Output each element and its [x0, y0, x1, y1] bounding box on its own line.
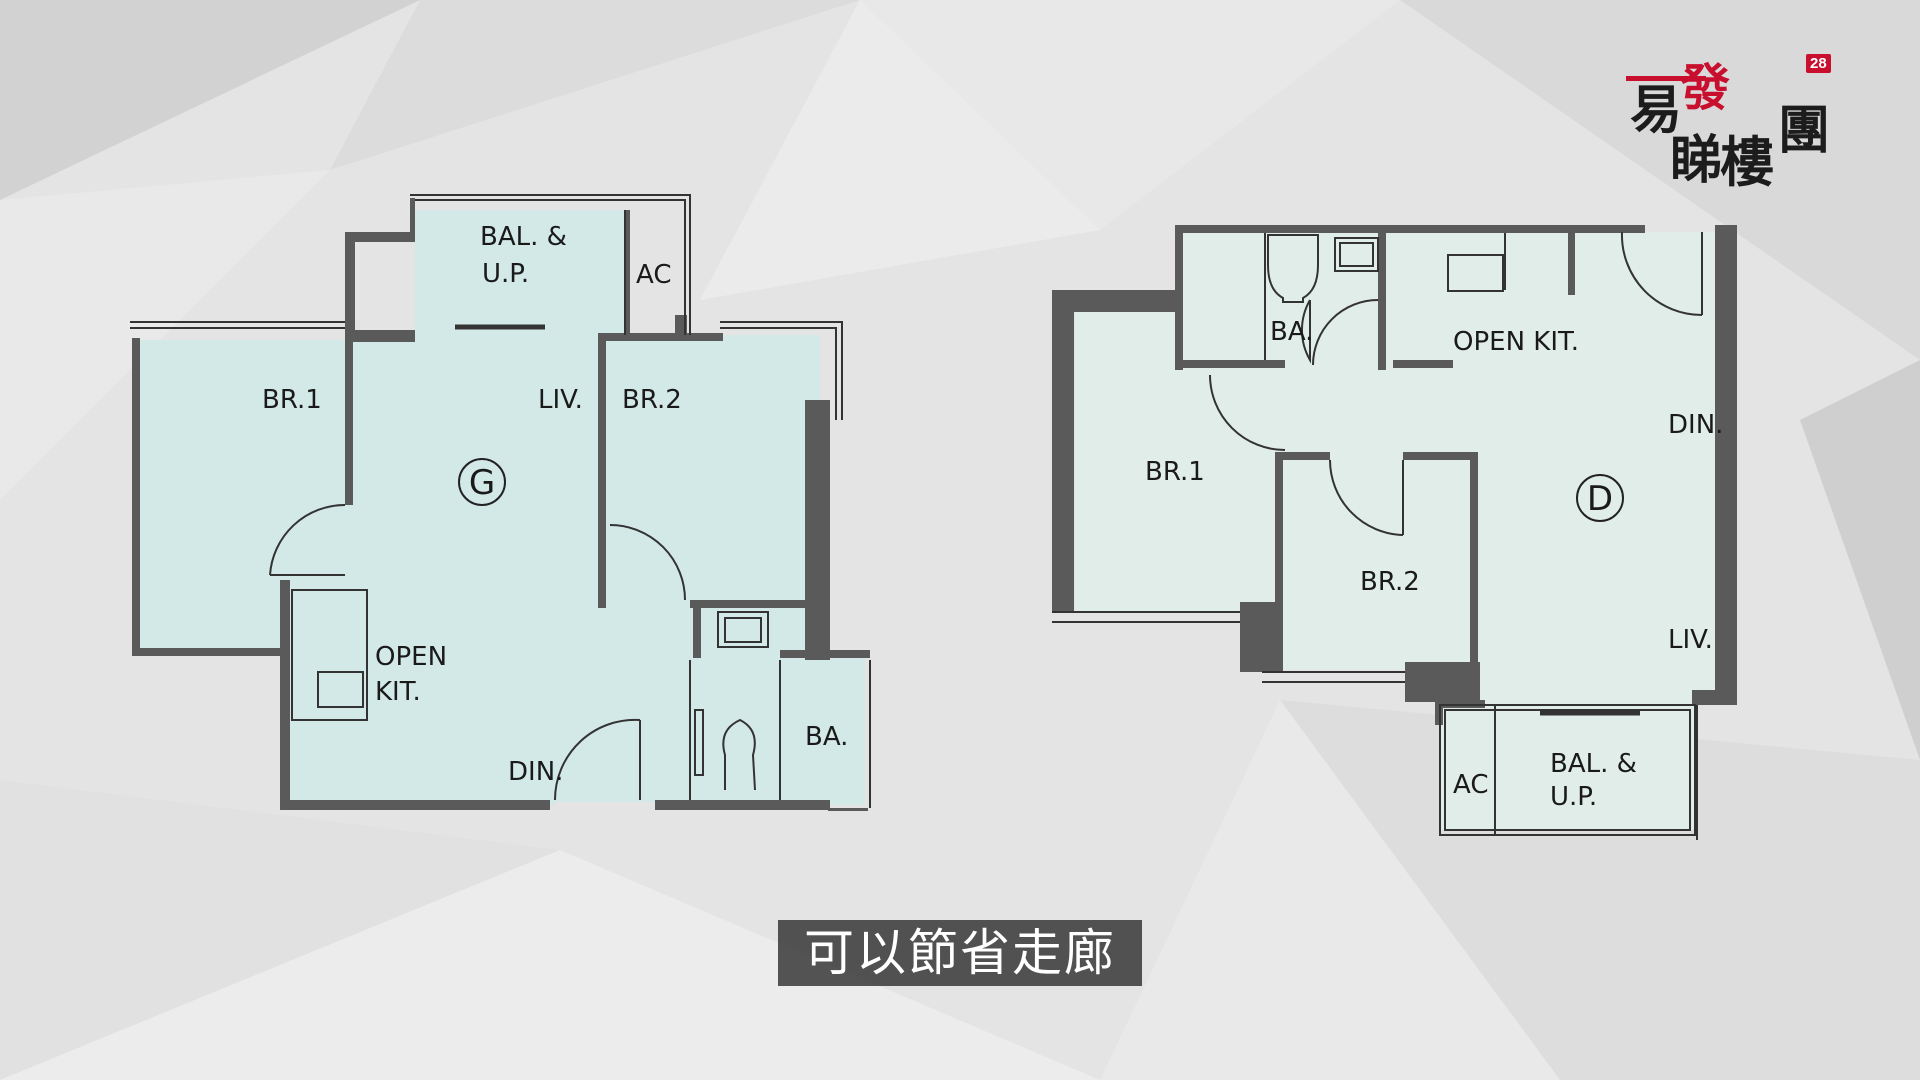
channel-logo: 易 發 睇 樓 團 28	[1620, 48, 1850, 194]
unit-d-lines	[1052, 231, 1703, 840]
room-label-din: DIN.	[508, 757, 563, 787]
unit-d-walls	[1052, 225, 1737, 725]
room-label-ba: BA.	[805, 722, 848, 752]
room-label-ac: AC	[636, 260, 671, 290]
video-subtitle: 可以節省走廊	[778, 920, 1142, 986]
logo-char-5: 團	[1778, 100, 1831, 161]
unit-d-labels: BA. OPEN KIT. DIN. BR.1 BR.2 LIV. AC BAL…	[1145, 317, 1723, 812]
room-label-d-open-kit: OPEN KIT.	[1453, 327, 1579, 357]
unit-letter-g: G	[469, 463, 495, 503]
room-label-kit: KIT.	[375, 677, 421, 707]
room-label-d-up: U.P.	[1550, 782, 1597, 812]
logo-char-3: 睇	[1670, 130, 1723, 191]
room-label-liv: LIV.	[538, 385, 583, 415]
room-label-up: U.P.	[482, 259, 529, 289]
unit-g-walls	[132, 198, 870, 811]
logo-char-1: 易	[1630, 80, 1683, 141]
room-label-bal: BAL. &	[480, 222, 567, 252]
logo-char-4: 樓	[1720, 130, 1774, 194]
unit-letter-d: D	[1587, 479, 1613, 519]
unit-d-floor	[1075, 232, 1735, 830]
room-label-d-br1: BR.1	[1145, 457, 1205, 487]
room-label-d-br2: BR.2	[1360, 567, 1420, 597]
logo-char-2: 發	[1680, 58, 1730, 117]
room-label-d-din: DIN.	[1668, 410, 1723, 440]
room-label-br1: BR.1	[262, 385, 322, 415]
unit-g-lines	[130, 194, 871, 808]
room-label-br2: BR.2	[622, 385, 682, 415]
logo-badge: 28	[1806, 54, 1831, 73]
room-label-d-bal: BAL. &	[1550, 749, 1637, 779]
room-label-open: OPEN	[375, 642, 447, 672]
unit-g-labels: BAL. & U.P. AC BR.1 LIV. BR.2 OPEN KIT. …	[262, 222, 848, 787]
logo-red-stroke	[1626, 76, 1706, 81]
room-label-d-ac: AC	[1453, 770, 1488, 800]
room-label-d-ba: BA.	[1270, 317, 1313, 347]
unit-marker-g	[458, 458, 506, 506]
unit-g-floor	[135, 210, 865, 805]
unit-marker-d	[1576, 474, 1624, 522]
room-label-d-liv: LIV.	[1668, 625, 1713, 655]
